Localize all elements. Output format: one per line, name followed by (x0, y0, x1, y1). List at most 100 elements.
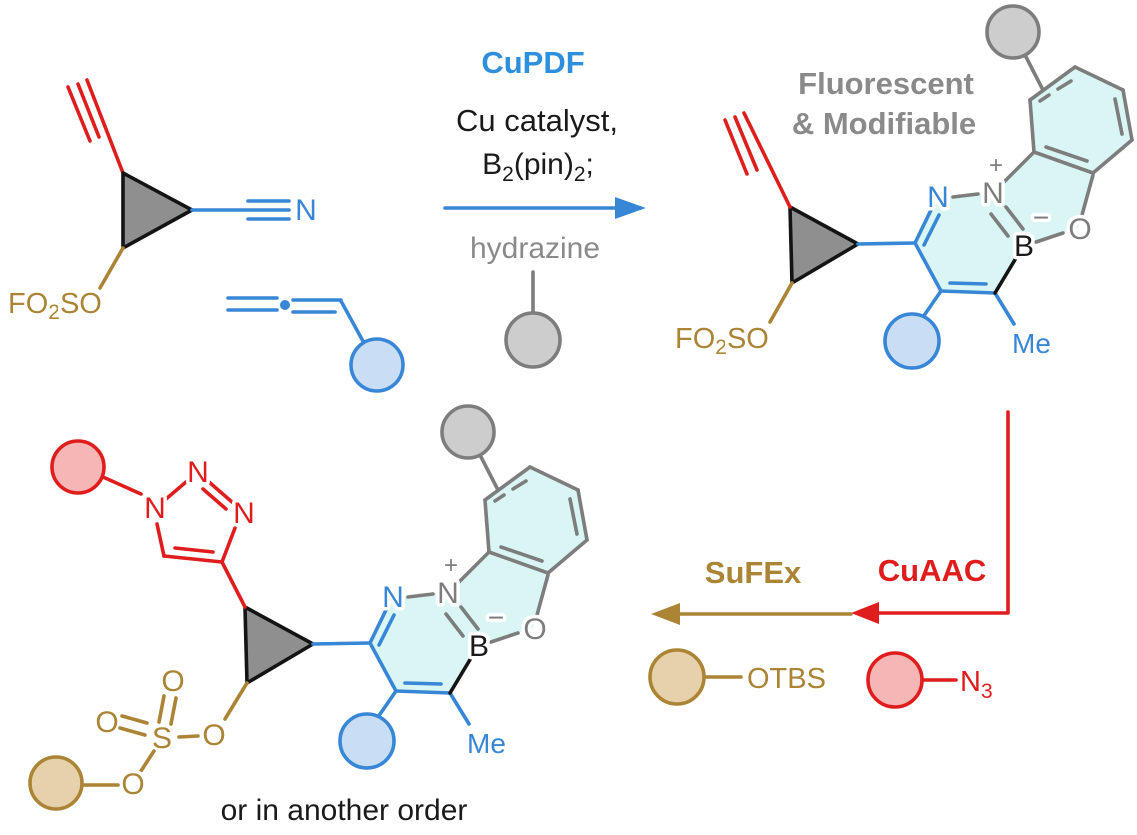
bond-cyclopropane-ring (856, 241, 917, 246)
bond-n2-n3 (207, 480, 234, 504)
reagent-otbs: OTBS (648, 648, 826, 706)
benzo-edge (1032, 150, 1095, 175)
bond-s-oleft-double (120, 714, 149, 725)
cyclopropane-triangle (788, 205, 860, 285)
benzo-edge (1028, 65, 1077, 102)
fluorosulfate-label: FO2SO (675, 323, 769, 359)
alkyne-bond-parallel (66, 85, 92, 143)
otbs-ball (648, 648, 706, 706)
caption-line1: Fluorescent (798, 66, 974, 101)
alkyne-bond-parallel (733, 115, 759, 172)
bond-fluorosulfate (768, 281, 794, 324)
allene-center-dot (280, 300, 290, 310)
boron-label: B (1014, 230, 1034, 263)
sulfate-o-left-label: O (95, 706, 118, 739)
sulfate-substituent-ball (28, 755, 84, 811)
bond-s-oleft-double (118, 726, 147, 737)
bond-c4-c5 (162, 554, 224, 564)
bond-c4-substituent (921, 289, 943, 319)
bond-n1-b (989, 212, 1010, 238)
alkyne-bond-main (85, 78, 125, 175)
bond-n1-c7a (1000, 150, 1036, 186)
bond-n3-c4 (220, 526, 237, 564)
cyclopropane-triangle (121, 171, 194, 250)
bond-n1-b-double (1004, 205, 1025, 231)
diazaborine-fluorophore-unit: N N + B − O Me (788, 4, 1134, 370)
benzo-inner-double (1044, 145, 1089, 163)
azide-ball (866, 651, 924, 709)
fluorosulfate-label: FO2SO (8, 288, 102, 324)
bond-c3-n2 (913, 208, 933, 245)
caption-line2: & Modifiable (792, 106, 976, 141)
cuaac-arrow-shaft (875, 410, 1010, 615)
benzo-inner-double (1113, 97, 1124, 136)
benzo-edge (1121, 88, 1134, 142)
alkyne-bond-parallel (76, 82, 101, 139)
allene-substituent-ball (883, 312, 941, 370)
reagent-azide: N3 (866, 651, 993, 709)
condition-hydrazine: hydrazine (470, 232, 600, 265)
aryl-substituent-ball (985, 4, 1041, 60)
benzo-inner-double-dash (1038, 93, 1051, 103)
sulfate-o-ester-label: O (202, 719, 225, 752)
benzo-inner-double-dash (1056, 79, 1073, 91)
bond-c4-cyclopropane (220, 560, 247, 609)
product-caption: Fluorescent & Modifiable (792, 66, 976, 141)
sulfate-o-top-label: O (161, 665, 184, 698)
bond-c5-n1 (155, 522, 166, 558)
n1-plus-charge: + (989, 152, 1003, 179)
bond-c5-methyl (993, 291, 1016, 326)
product2-triazole-arm: N N N (50, 439, 258, 609)
sufex-arrow-head (651, 603, 680, 625)
benzo-edge (1073, 65, 1125, 92)
nitrile-n-label: N (295, 194, 317, 227)
bond-c4-c5 (939, 289, 997, 295)
bond-o-c3a (1080, 173, 1095, 217)
triazole-n3-label: N (233, 497, 255, 530)
diazaborine-unit-bottom-copy (245, 406, 587, 768)
triazole-n1-label: N (144, 492, 166, 525)
triazole-substituent-ball (50, 439, 106, 495)
alkyne-bond-parallel (723, 118, 749, 176)
benzo-edge (1091, 138, 1134, 175)
reaction-arrow-head (615, 197, 646, 219)
alkyne-bond-main (742, 111, 792, 209)
step1-conditions: CuPDF Cu catalyst, B2(pin)2; hydrazine (443, 45, 646, 369)
step2-arrows: CuAAC SuFEx (651, 410, 1010, 625)
bond-s-oester (177, 734, 200, 739)
benzo-edge (1028, 98, 1036, 154)
benzo-ring-fill (1030, 67, 1132, 173)
otbs-label: OTBS (747, 663, 826, 695)
boron-minus-charge: − (1033, 202, 1049, 233)
triazole-n2-label: N (187, 456, 209, 489)
bond-aryl-ball (1023, 53, 1045, 92)
condition-b2pin2: B2(pin)2; (482, 148, 594, 186)
ball-n1-bond (101, 475, 143, 496)
bond-c4-c5-double (948, 281, 988, 286)
bond-s-otop-double (157, 694, 166, 724)
bond-n2-n1 (951, 192, 980, 199)
hydrazine-substituent-ball (504, 311, 562, 369)
allene-ball-bond (339, 299, 366, 345)
reactant-allene (226, 296, 405, 393)
bond-b-c5 (993, 256, 1018, 295)
footnote-text: or in another order (221, 794, 468, 827)
methyl-label: Me (1012, 328, 1051, 359)
condition-cu-catalyst: Cu catalyst, (456, 103, 618, 138)
product1-substituents: FO2SO (672, 111, 794, 363)
bond-cyclopropane-oester (223, 681, 249, 721)
sufex-label: SuFEx (705, 555, 802, 590)
ring-n1-label: N (982, 177, 1004, 210)
product2-sulfate-arm: O S O O O (28, 662, 249, 811)
bond-n1-n2 (164, 480, 188, 501)
cuaac-arrow-head (851, 602, 879, 624)
ring-n2-label: N (927, 181, 949, 214)
bond-s-otop-double (169, 696, 178, 726)
bond-c4-c5-double (173, 546, 215, 554)
reaction-name-cupdf: CuPDF (481, 45, 584, 80)
bond-b-o (1034, 231, 1065, 244)
bond-s-odown (139, 749, 156, 773)
allene-substituent-ball (349, 337, 405, 393)
